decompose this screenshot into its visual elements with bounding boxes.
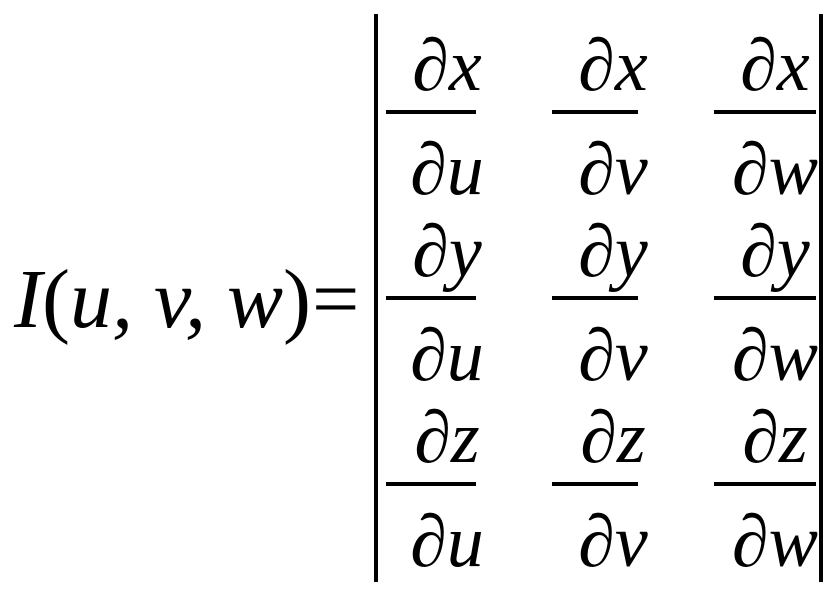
fraction-numerator: ∂x	[578, 25, 648, 107]
fraction-denominator: ∂u	[410, 501, 484, 583]
determinant-right-bar	[819, 14, 823, 582]
determinant-entry: ∂x ∂u	[382, 14, 512, 210]
fraction-bar	[552, 110, 638, 114]
fraction-denominator: ∂u	[410, 315, 484, 397]
fraction-denominator: ∂v	[578, 129, 648, 211]
fraction-denominator: ∂w	[732, 315, 818, 397]
fraction-numerator: ∂y	[740, 211, 810, 293]
equals-sign: =	[312, 253, 360, 346]
determinant-entry: ∂z ∂w	[710, 386, 840, 582]
function-variables: u, v, w	[69, 253, 284, 346]
function-name: I	[14, 253, 42, 346]
fraction-numerator: ∂x	[412, 25, 482, 107]
fraction-bar	[386, 110, 476, 114]
fraction-bar	[386, 296, 476, 300]
fraction-bar	[552, 482, 638, 486]
fraction-denominator: ∂u	[410, 129, 484, 211]
determinant-entry: ∂x ∂v	[548, 14, 678, 210]
equation-lhs: I(u, v, w)	[14, 250, 311, 350]
fraction-bar	[552, 296, 638, 300]
fraction-numerator: ∂y	[412, 211, 482, 293]
fraction-numerator: ∂z	[414, 397, 480, 479]
fraction-bar	[386, 482, 476, 486]
fraction-denominator: ∂w	[732, 501, 818, 583]
fraction-bar	[714, 110, 816, 114]
determinant-entry: ∂y ∂v	[548, 200, 678, 396]
fraction-bar	[714, 296, 816, 300]
fraction-bar	[714, 482, 816, 486]
fraction-numerator: ∂z	[742, 397, 808, 479]
determinant-left-bar	[374, 14, 378, 582]
fraction-numerator: ∂x	[740, 25, 810, 107]
fraction-numerator: ∂y	[578, 211, 648, 293]
fraction-denominator: ∂v	[578, 501, 648, 583]
close-paren: )	[283, 253, 312, 346]
determinant-entry: ∂z ∂v	[548, 386, 678, 582]
fraction-denominator: ∂v	[578, 315, 648, 397]
determinant-entry: ∂z ∂u	[382, 386, 512, 582]
fraction-denominator: ∂w	[732, 129, 818, 211]
fraction-numerator: ∂z	[580, 397, 646, 479]
determinant-entry: ∂x ∂w	[710, 14, 840, 210]
determinant-entry: ∂y ∂w	[710, 200, 840, 396]
determinant-entry: ∂y ∂u	[382, 200, 512, 396]
open-paren: (	[41, 253, 70, 346]
